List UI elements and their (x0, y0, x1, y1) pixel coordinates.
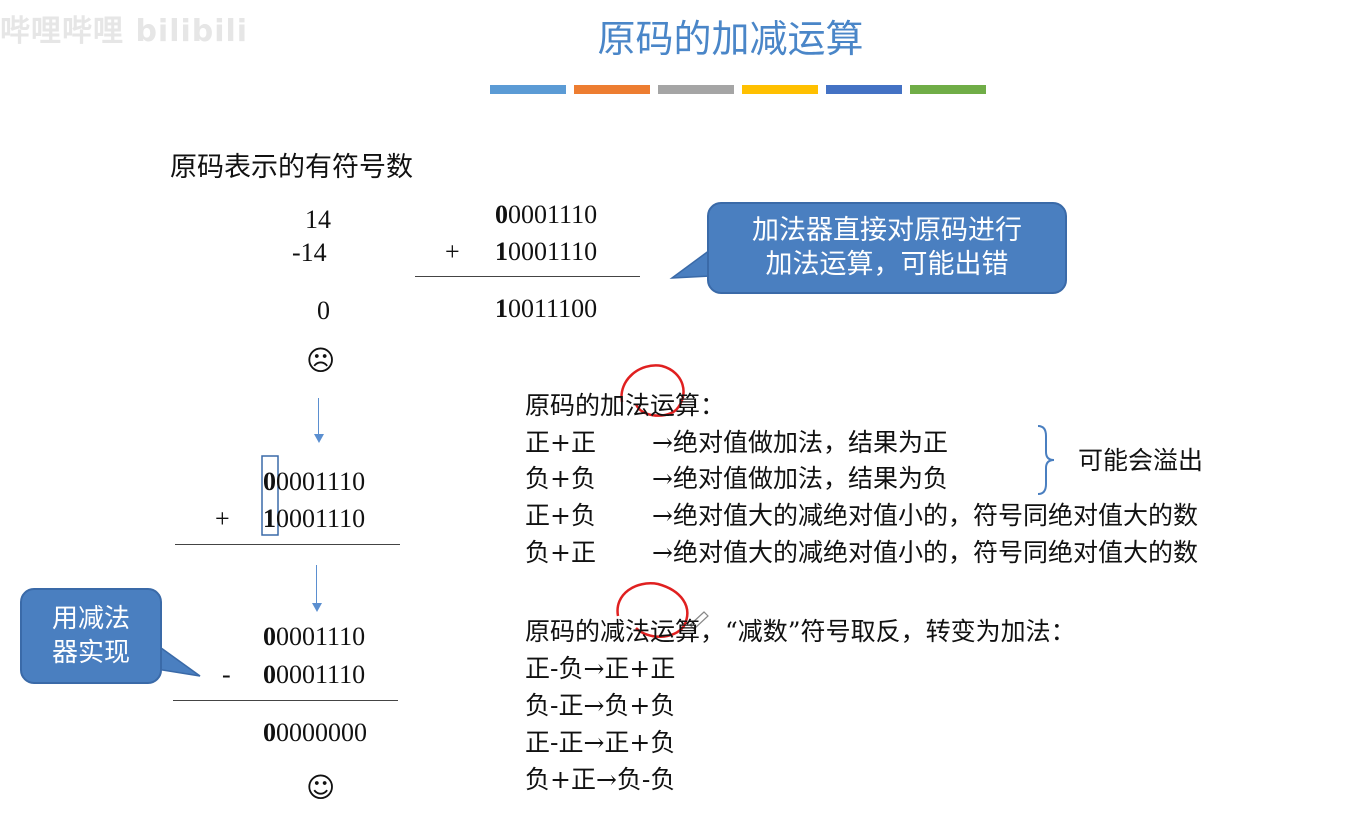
down-arrow-1-head (314, 434, 324, 443)
magnitude-bits: 0000000 (276, 718, 367, 747)
decimal-a: 14 (305, 205, 331, 234)
mid-sum-line (175, 544, 400, 545)
bottom-operand-b: 00001110 (263, 660, 365, 690)
magnitude-bits: 0001110 (276, 504, 366, 533)
magnitude-bits: 0001110 (508, 237, 598, 266)
magnitude-bits: 0001110 (508, 200, 598, 229)
sign-bit: 0 (263, 622, 276, 651)
overflow-note: 可能会溢出 (1078, 446, 1204, 475)
sign-bit: 0 (263, 718, 276, 747)
callout-subtractor: 用减法 器实现 (20, 588, 162, 684)
stripe-4 (742, 85, 818, 94)
down-arrow-1 (318, 398, 319, 436)
bottom-sum-line (173, 700, 398, 701)
down-arrow-2-head (312, 603, 322, 612)
decimal-b: -14 (292, 238, 327, 267)
magnitude-bits: 0001110 (276, 660, 366, 689)
operator-plus: + (445, 237, 460, 266)
sub-rule: 正-正→正+负 (525, 728, 676, 757)
magnitude-bits: 0001110 (276, 622, 366, 651)
rule-text: →绝对值做加法，结果为负 (652, 464, 948, 493)
callout-adder-line2: 加法运算，可能出错 (765, 249, 1009, 280)
magnitude-bits: 0011100 (508, 294, 598, 323)
rule-text: →绝对值大的减绝对值小的，符号同绝对值大的数 (652, 538, 1198, 567)
callout-adder: 加法器直接对原码进行 加法运算，可能出错 (707, 202, 1067, 294)
binary-operand-a: 00001110 (495, 200, 597, 230)
stripe-3 (658, 85, 734, 94)
callout-sub-line1: 用减法 (51, 604, 130, 634)
watermark: 哔哩哔哩 bilibili (0, 14, 249, 49)
section-heading: 原码表示的有符号数 (170, 152, 413, 183)
stripe-6 (910, 85, 986, 94)
sign-bit: 0 (495, 200, 508, 229)
page-title: 原码的加减运算 (597, 17, 864, 61)
bottom-operator: - (222, 660, 231, 689)
sum-line (415, 276, 640, 277)
mid-operator: + (215, 504, 230, 533)
sign-bit: 1 (263, 504, 276, 533)
sub-rule: 负-正→负+负 (525, 691, 676, 720)
magnitude-bits: 0001110 (276, 467, 366, 496)
sign-bit: 1 (495, 237, 508, 266)
callout-adder-line1: 加法器直接对原码进行 (752, 215, 1022, 246)
smile-face-icon: ☺ (306, 771, 336, 804)
sign-bit: 0 (263, 660, 276, 689)
stripe-2 (574, 85, 650, 94)
decimal-result: 0 (317, 296, 330, 325)
bottom-operand-a: 00001110 (263, 622, 365, 652)
rule-case: 负+正 (525, 538, 596, 567)
rule-case: 正+正 (525, 428, 596, 457)
subtraction-heading: 原码的减法运算，“减数”符号取反，转变为加法： (525, 617, 1076, 646)
rule-text: →绝对值做加法，结果为正 (652, 428, 948, 457)
bottom-result: 00000000 (263, 718, 367, 748)
mid-operand-b: 10001110 (263, 504, 365, 534)
sub-rule: 负+正→负-负 (525, 765, 676, 794)
binary-operand-b: 10001110 (495, 237, 597, 267)
sign-bit: 0 (263, 467, 276, 496)
mid-operand-a: 00001110 (263, 467, 365, 497)
down-arrow-2 (316, 565, 317, 605)
sub-rule: 正-负→正+正 (525, 654, 676, 683)
rule-text: →绝对值大的减绝对值小的，符号同绝对值大的数 (652, 501, 1198, 530)
addition-heading: 原码的加法运算： (525, 391, 726, 420)
rule-case: 正+负 (525, 501, 596, 530)
sad-face-icon: ☹ (306, 344, 336, 377)
title-stripes (490, 85, 986, 94)
rule-case: 负+负 (525, 464, 596, 493)
callout-sub-line2: 器实现 (51, 638, 130, 668)
stripe-1 (490, 85, 566, 94)
stripe-5 (826, 85, 902, 94)
sign-bit: 1 (495, 294, 508, 323)
binary-result: 10011100 (495, 294, 597, 324)
